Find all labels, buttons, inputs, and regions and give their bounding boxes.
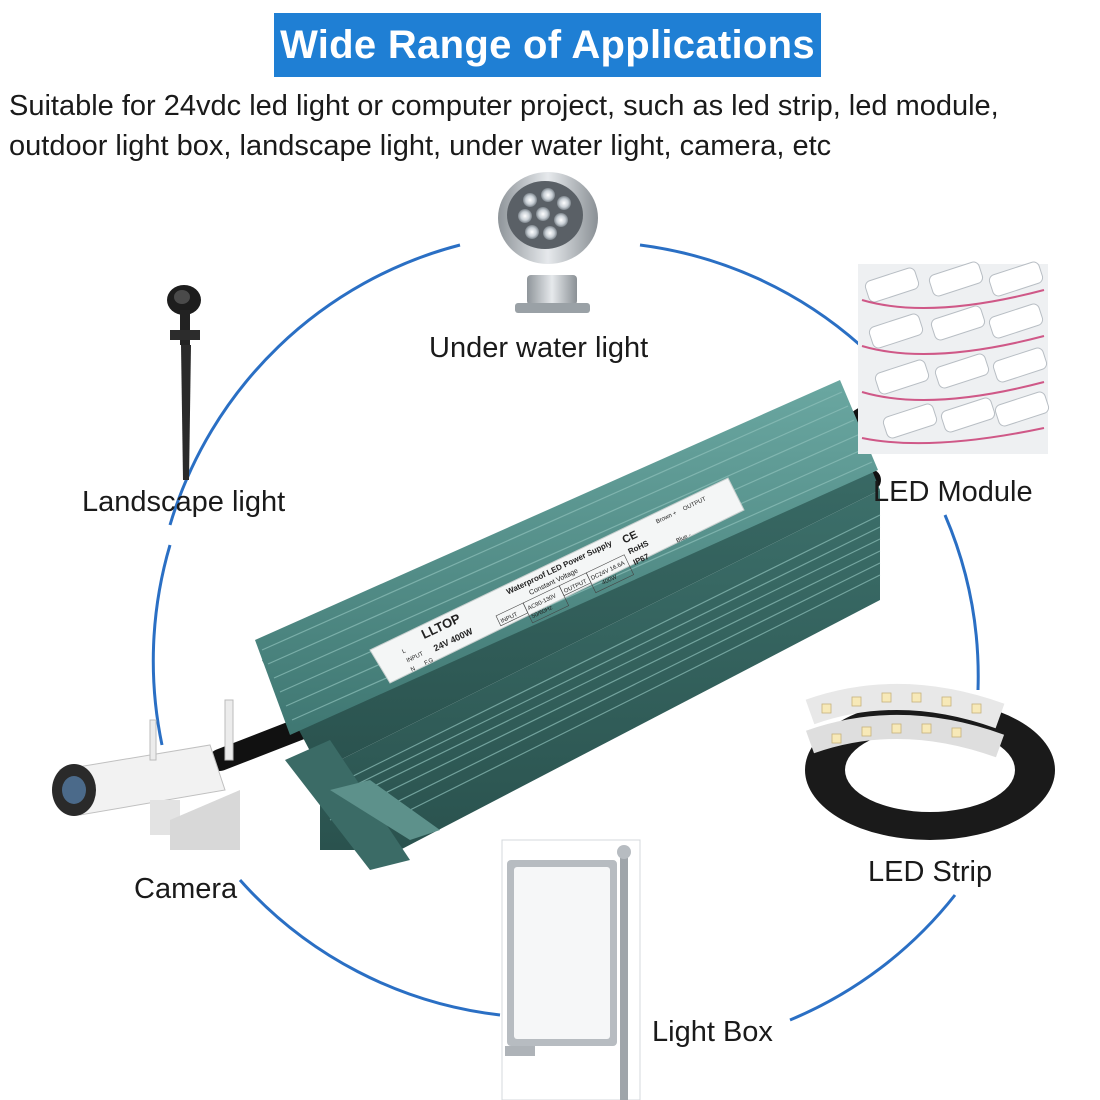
description-line-1: Suitable for 24vdc led light or computer… [9, 90, 999, 122]
landscape-light-label: Landscape light [82, 486, 286, 518]
title-banner: Wide Range of Applications [274, 13, 821, 77]
page-title: Wide Range of Applications [280, 22, 815, 67]
light-box-label: Light Box [652, 1016, 773, 1048]
power-supply [255, 380, 881, 870]
pin-n-text: N [410, 666, 417, 673]
led-module-label: LED Module [873, 476, 1033, 508]
pin-l-text: L [401, 648, 407, 655]
under-water-light-label: Under water light [429, 332, 649, 364]
landscape-light-image [167, 285, 201, 480]
camera-label: Camera [134, 873, 238, 905]
pin-fg-text: F.G [424, 657, 435, 667]
ce-mark: CE [621, 529, 640, 546]
light-box-image [501, 839, 641, 1100]
led-strip-label: LED Strip [868, 856, 993, 888]
description: Suitable for 24vdc led light or computer… [9, 86, 1099, 166]
under-water-light-image [498, 172, 598, 313]
camera-image [52, 699, 240, 850]
connection-circle [151, 243, 980, 1022]
description-line-2: outdoor light box, landscape light, unde… [9, 130, 832, 162]
led-module-image [858, 261, 1050, 454]
led-strip-image [805, 683, 1055, 840]
